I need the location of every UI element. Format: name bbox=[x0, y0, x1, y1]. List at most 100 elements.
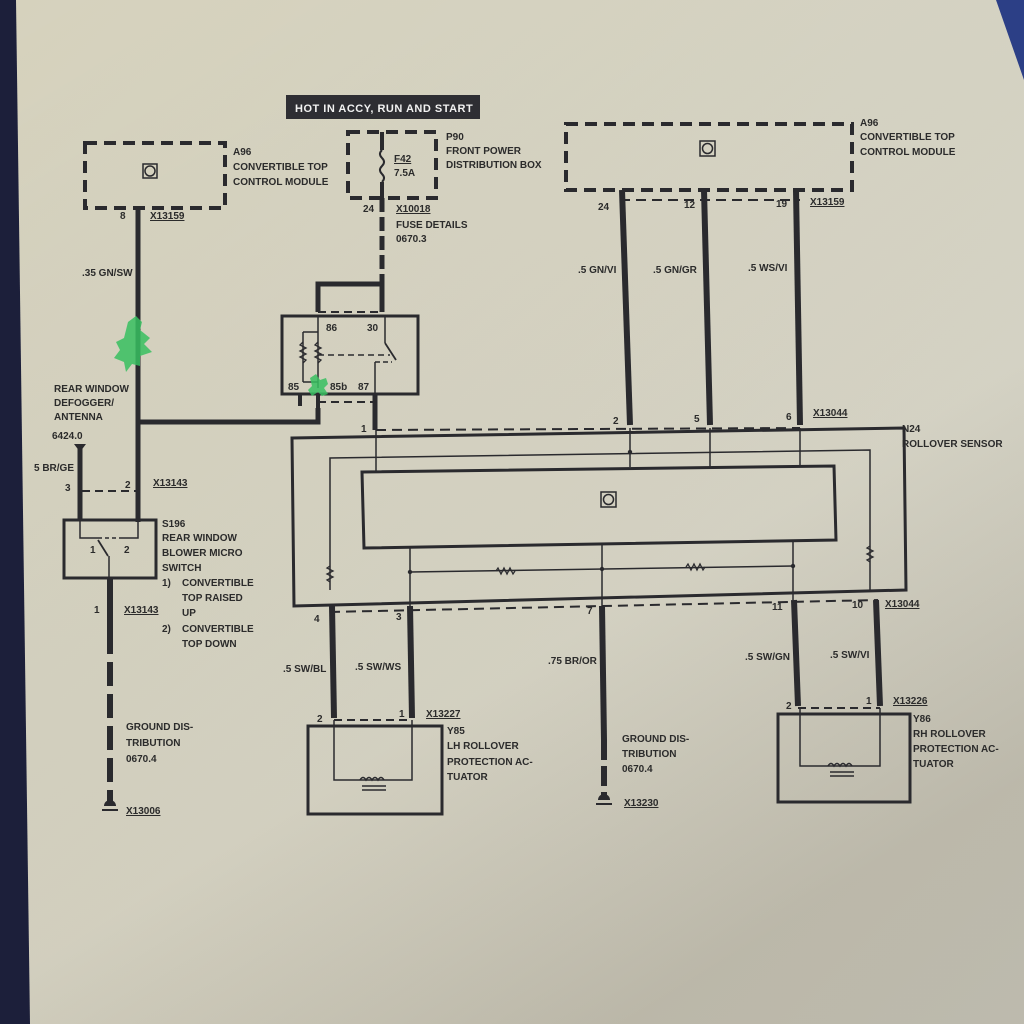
n24-name: ROLLOVER SENSOR bbox=[902, 439, 1003, 450]
s196-code: S196 bbox=[162, 519, 186, 530]
steering-wheel-icon bbox=[142, 163, 158, 179]
a96-right-pin-19: 19 bbox=[776, 199, 788, 210]
s196-line1: REAR WINDOW bbox=[162, 533, 238, 544]
relay-pin-86: 86 bbox=[326, 323, 338, 334]
y86-line1: RH ROLLOVER bbox=[913, 729, 987, 740]
y86-line3: TUATOR bbox=[913, 759, 955, 770]
s196-opt1-c: UP bbox=[182, 608, 196, 619]
resistor-icon bbox=[865, 545, 875, 563]
steering-wheel-icon bbox=[600, 491, 617, 508]
y85-pin-2: 2 bbox=[317, 714, 323, 725]
switch-blade-icon bbox=[97, 539, 109, 557]
p90-code: P90 bbox=[446, 132, 464, 143]
p90-line1: FRONT POWER bbox=[446, 146, 522, 157]
relay-pin-87: 87 bbox=[358, 382, 370, 393]
a96-right-pin-12: 12 bbox=[684, 200, 696, 211]
x13143-pin-3: 3 bbox=[65, 483, 71, 494]
n24-bottom-connector: X13044 bbox=[885, 599, 920, 610]
ground-left-line1: GROUND DIS- bbox=[126, 722, 193, 733]
s196-opt1-num: 1) bbox=[162, 578, 171, 589]
a96-right-connector: X13159 bbox=[810, 197, 845, 208]
wire-label-5-gn-vi: .5 GN/VI bbox=[578, 265, 617, 276]
y85-code: Y85 bbox=[447, 726, 465, 737]
paper-shadow bbox=[16, 0, 1024, 1024]
y85-actuator bbox=[306, 720, 444, 816]
relay bbox=[280, 281, 420, 430]
ground-left-ref: 0670.4 bbox=[126, 754, 157, 765]
wire-5-sw-gn bbox=[791, 599, 801, 707]
ground-mid-connector: X13230 bbox=[624, 798, 659, 809]
a96-left-pin: 8 bbox=[120, 211, 126, 222]
wire-5-gn-gr bbox=[701, 189, 713, 426]
s196-bottom-pin: 1 bbox=[94, 605, 100, 616]
n24-pin-3: 3 bbox=[396, 612, 402, 623]
resistor-icon bbox=[325, 565, 335, 583]
n24-pin-1: 1 bbox=[361, 424, 367, 435]
relay-resistor-icon bbox=[298, 341, 308, 364]
s196-line3: SWITCH bbox=[162, 563, 201, 574]
ground-mid-ref: 0670.4 bbox=[622, 764, 653, 775]
defogger-line2: DEFOGGER/ bbox=[54, 398, 114, 409]
p90-connector: X10018 bbox=[396, 204, 431, 215]
n24-pin-7: 7 bbox=[587, 606, 593, 617]
s196-opt2-a: CONVERTIBLE bbox=[182, 624, 254, 635]
steering-wheel-icon bbox=[699, 140, 716, 157]
y86-connector: X13226 bbox=[893, 696, 928, 707]
y86-pin-1: 1 bbox=[866, 696, 872, 707]
n24-rollover-sensor bbox=[290, 426, 908, 613]
s196-switch-pin-1: 1 bbox=[90, 545, 96, 556]
relay-pin-85: 85 bbox=[288, 382, 300, 393]
wire-5-sw-vi bbox=[873, 599, 883, 707]
wire-relay-to-defogger bbox=[140, 408, 321, 425]
x13143-bottom-connector: X13143 bbox=[124, 605, 159, 616]
n24-pin-4: 4 bbox=[314, 614, 320, 625]
power-banner-label: HOT IN ACCY, RUN AND START bbox=[295, 103, 473, 115]
y86-actuator bbox=[776, 708, 912, 804]
wire-5-gn-vi bbox=[619, 189, 633, 426]
a96-left-line1: CONVERTIBLE TOP bbox=[233, 162, 328, 173]
y85-line2: PROTECTION AC- bbox=[447, 757, 533, 768]
y85-pin-1: 1 bbox=[399, 709, 405, 720]
defogger-arrow-icon bbox=[74, 444, 86, 452]
fuse-code: F42 bbox=[394, 154, 412, 165]
x13143-pin-2: 2 bbox=[125, 480, 131, 491]
n24-pin-11: 11 bbox=[772, 602, 783, 613]
wire-5-ws-vi bbox=[793, 189, 803, 426]
a96-left-connector: X13159 bbox=[150, 211, 185, 222]
wire-label-5-sw-ws: .5 SW/WS bbox=[355, 662, 401, 673]
n24-pin-10: 10 bbox=[852, 600, 864, 611]
highlighter-mark bbox=[308, 374, 328, 396]
y86-pin-2: 2 bbox=[786, 701, 792, 712]
relay-coil-icon bbox=[313, 341, 323, 364]
s196-opt1-b: TOP RAISED bbox=[182, 593, 243, 604]
highlighter-mark bbox=[114, 316, 152, 372]
n24-pin-2: 2 bbox=[613, 416, 619, 427]
fuse-rating: 7.5A bbox=[394, 168, 415, 179]
s196-switch-pin-2: 2 bbox=[124, 545, 130, 556]
resistor-icon bbox=[685, 562, 706, 572]
splice-point bbox=[136, 419, 142, 425]
p90-fuse-box bbox=[346, 130, 438, 200]
wire-label-35-gn-sw: .35 GN/SW bbox=[82, 268, 133, 279]
s196-opt1-a: CONVERTIBLE bbox=[182, 578, 254, 589]
relay-switch-contact bbox=[384, 342, 397, 361]
wire-label-5-sw-gn: .5 SW/GN bbox=[745, 652, 790, 663]
p90-pin: 24 bbox=[363, 204, 375, 215]
defogger-line3: ANTENNA bbox=[54, 412, 103, 423]
wire-label-5-sw-bl: .5 SW/BL bbox=[283, 664, 326, 675]
a96-right-pin-24: 24 bbox=[598, 202, 610, 213]
p90-line2: DISTRIBUTION BOX bbox=[446, 160, 542, 171]
wire-5-sw-bl bbox=[329, 605, 337, 719]
coil-icon bbox=[359, 776, 385, 782]
a96-right-module bbox=[564, 122, 854, 201]
fuse-details-ref: 0670.3 bbox=[396, 234, 427, 245]
n24-pin-6: 6 bbox=[786, 412, 792, 423]
coil-icon bbox=[827, 762, 853, 768]
y86-code: Y86 bbox=[913, 714, 931, 725]
s196-line2: BLOWER MICRO bbox=[162, 548, 243, 559]
wire-75-br-or bbox=[599, 605, 607, 741]
ground-mid-line1: GROUND DIS- bbox=[622, 734, 689, 745]
fuse-details-label: FUSE DETAILS bbox=[396, 220, 468, 231]
defogger-ref: 6424.0 bbox=[52, 431, 83, 442]
